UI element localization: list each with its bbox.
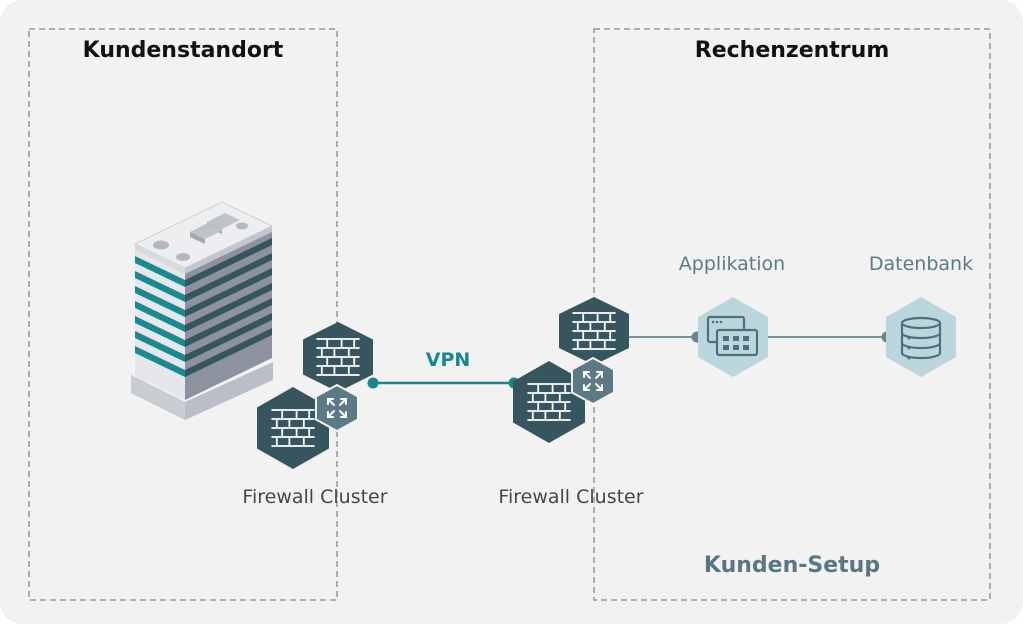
label-firewall-cluster-right: Firewall Cluster [498, 486, 644, 508]
zone-title-kundenstandort: Kundenstandort [82, 38, 284, 63]
firewall-icon [303, 322, 373, 392]
vpn-endpoint-left [367, 377, 379, 389]
zone-kundenstandort [28, 28, 338, 601]
label-kunden-setup: Kunden-Setup [703, 553, 881, 578]
zone-rechenzentrum [593, 28, 991, 601]
firewall-cluster-right [513, 297, 629, 443]
firewall-icon [559, 297, 629, 365]
firewall-icon [513, 361, 585, 443]
cluster-arrows-icon [315, 383, 359, 433]
cluster-arrows-icon [571, 356, 615, 406]
firewall-icon [257, 387, 329, 469]
label-vpn: VPN [425, 349, 471, 371]
database-cylinder-icon [886, 297, 956, 377]
zone-title-rechenzentrum: Rechenzentrum [694, 38, 890, 63]
firewall-cluster-left [257, 322, 373, 469]
office-building-icon [131, 201, 274, 420]
app-window-icon [698, 297, 768, 377]
label-applikation: Applikation [678, 253, 786, 275]
label-datenbank: Datenbank [868, 253, 974, 275]
label-firewall-cluster-left: Firewall Cluster [242, 486, 388, 508]
